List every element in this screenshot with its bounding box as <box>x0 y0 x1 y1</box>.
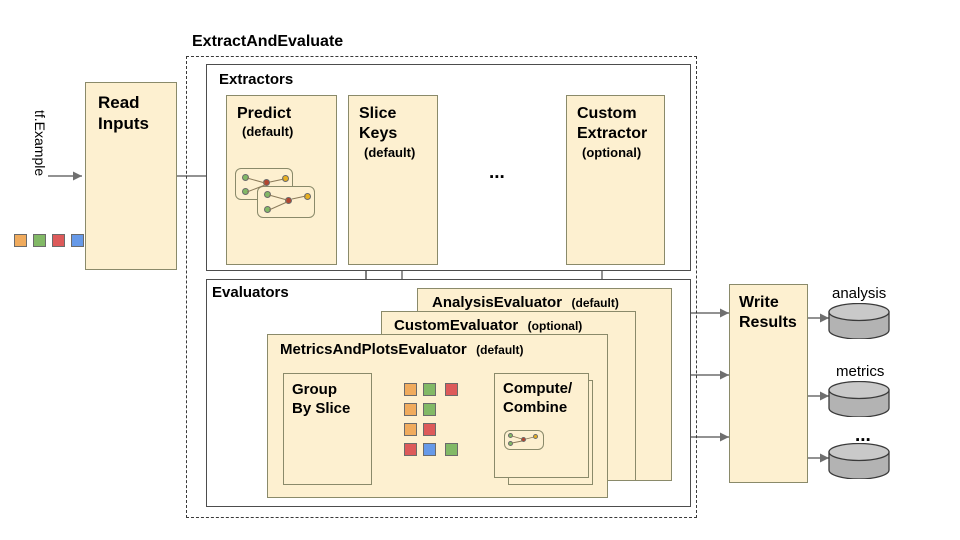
compute-combine-label-1: Compute/ <box>503 380 573 397</box>
extractors-title: Extractors <box>219 71 294 88</box>
extractor-predict-qualifier: (default) <box>242 124 294 139</box>
slice-chip <box>404 403 417 416</box>
graph-icon-edges <box>511 435 535 444</box>
graph-node-yellow <box>282 175 289 182</box>
graph-node-yellow <box>533 434 538 439</box>
database-cylinder-icon <box>828 380 890 418</box>
evaluator-custom-qualifier: (optional) <box>527 319 583 333</box>
graph-icon <box>235 168 330 223</box>
slice-chip <box>445 443 458 456</box>
database-cylinder-svg <box>828 302 890 340</box>
extractor-predict-name: Predict <box>237 105 292 122</box>
graph-node-green <box>264 191 271 198</box>
slice-chip <box>423 403 436 416</box>
evaluator-analysis-header: AnalysisEvaluator (default) <box>432 294 619 312</box>
evaluator-custom-name: CustomEvaluator <box>394 317 519 334</box>
extractor-slice-keys-name-2: Keys <box>359 125 398 142</box>
graph-node-green <box>508 441 513 446</box>
output-label-metrics: metrics <box>836 363 885 380</box>
slice-chip <box>445 383 458 396</box>
output-label-ellipsis: ... <box>855 425 871 446</box>
evaluator-custom-header: CustomEvaluator (optional) <box>394 317 582 335</box>
database-cylinder-icon <box>828 442 890 480</box>
evaluator-metrics-header: MetricsAndPlotsEvaluator (default) <box>280 341 524 359</box>
database-cylinder-icon <box>828 302 890 340</box>
extractor-slice-keys-qualifier: (default) <box>364 145 416 160</box>
evaluators-title: Evaluators <box>212 284 289 301</box>
chip-red <box>52 234 65 247</box>
graph-icon <box>504 430 544 450</box>
slice-chip <box>404 423 417 436</box>
read-inputs-label-1: Read <box>98 93 140 112</box>
extractor-custom[interactable]: Custom Extractor (optional) <box>566 95 665 265</box>
input-label: tf.Example <box>32 110 48 177</box>
read-inputs-node[interactable]: Read Inputs <box>85 82 177 270</box>
graph-node-green <box>242 174 249 181</box>
graph-node-green <box>508 433 513 438</box>
compute-combine-node[interactable]: Compute/ Combine <box>494 373 589 478</box>
slice-chip <box>423 423 436 436</box>
extractor-predict[interactable]: Predict (default) <box>226 95 337 265</box>
database-cylinder-svg <box>828 380 890 418</box>
database-cylinder-svg <box>828 442 890 480</box>
extractors-ellipsis: ... <box>489 162 505 183</box>
extractor-custom-name-2: Extractor <box>577 125 648 142</box>
extract-and-evaluate-title: ExtractAndEvaluate <box>192 33 344 50</box>
write-results-node[interactable]: Write Results <box>729 284 808 483</box>
slice-chip <box>423 443 436 456</box>
chip-orange <box>14 234 27 247</box>
evaluator-analysis-qualifier: (default) <box>571 296 619 310</box>
extractor-custom-name-1: Custom <box>577 105 637 122</box>
evaluator-metrics-name: MetricsAndPlotsEvaluator <box>280 341 467 358</box>
evaluator-metrics-qualifier: (default) <box>476 343 524 357</box>
graph-icon-edges <box>246 177 307 211</box>
compute-combine-label-2: Combine <box>503 399 568 416</box>
extractor-custom-qualifier: (optional) <box>582 145 642 160</box>
write-results-label-2: Results <box>739 314 797 331</box>
group-by-slice-label-2: By Slice <box>292 400 351 417</box>
slice-chip <box>404 443 417 456</box>
slice-chip <box>404 383 417 396</box>
write-results-label-1: Write <box>739 294 779 311</box>
group-by-slice-node[interactable]: Group By Slice <box>283 373 372 485</box>
chip-blue <box>71 234 84 247</box>
graph-node-red <box>285 197 292 204</box>
extractor-slice-keys[interactable]: Slice Keys (default) <box>348 95 438 265</box>
graph-node-red <box>521 437 526 442</box>
read-inputs-label-2: Inputs <box>98 114 149 133</box>
slice-chip-grid <box>404 383 464 463</box>
output-label-analysis: analysis <box>832 285 887 302</box>
group-by-slice-label-1: Group <box>292 381 337 398</box>
chip-green <box>33 234 46 247</box>
extract-and-evaluate-container <box>186 56 697 518</box>
extractor-slice-keys-name-1: Slice <box>359 105 397 122</box>
evaluator-analysis-name: AnalysisEvaluator <box>432 294 563 311</box>
slice-chip <box>423 383 436 396</box>
